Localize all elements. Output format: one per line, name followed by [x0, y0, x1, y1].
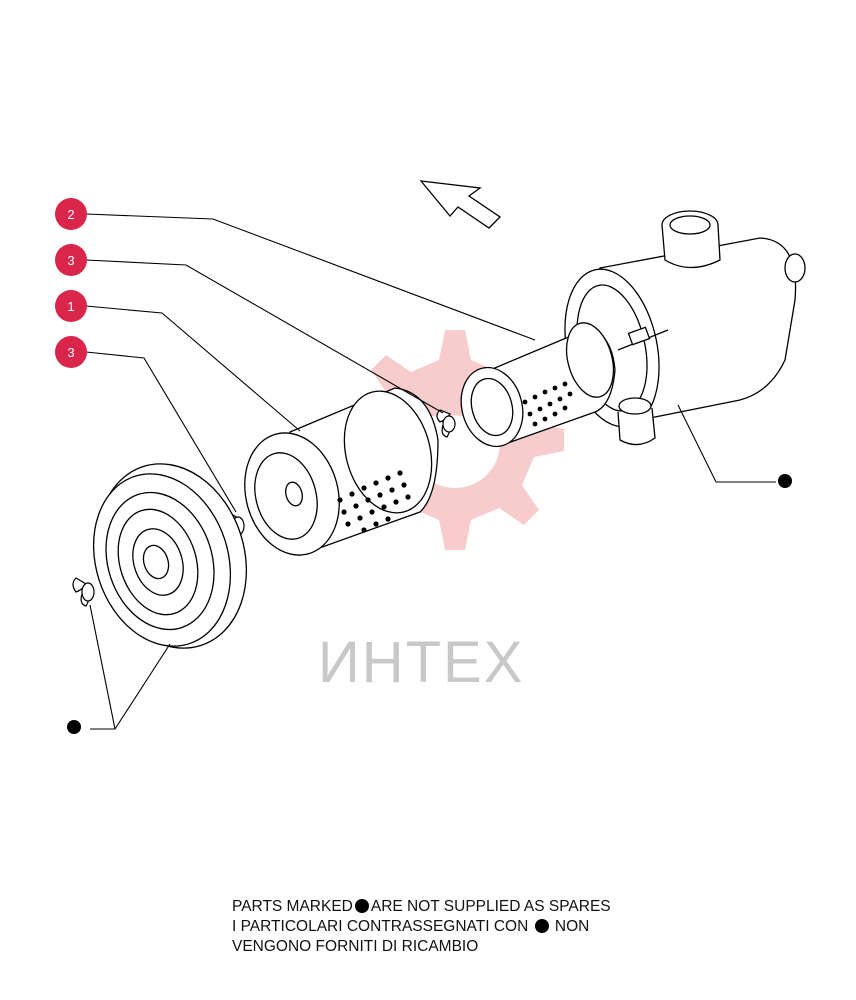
- callout-part-1[interactable]: 1: [55, 290, 87, 322]
- callout-part-3-upper-label: 3: [67, 253, 74, 268]
- callout-part-2-label: 2: [67, 207, 74, 222]
- legend-line-2: I PARTICOLARI CONTRASSEGNATI CON NON: [232, 917, 692, 937]
- leader-lines: [85, 213, 776, 730]
- bullet-icon: [534, 919, 549, 933]
- watermark-text: ИНТЕХ: [318, 630, 524, 695]
- legend-line-1-end: ARE NOT SUPPLIED AS SPARES: [370, 898, 611, 915]
- callout-part-3-lower-label: 3: [67, 345, 74, 360]
- not-supplied-marker-housing: [778, 474, 792, 488]
- legend-line-1: PARTS MARKED ARE NOT SUPPLIED AS SPARES: [232, 897, 692, 917]
- callout-part-3-lower[interactable]: 3: [55, 336, 87, 368]
- legend-line-3: VENGONO FORNITI DI RICAMBIO: [232, 938, 479, 955]
- legend-line-1-start: PARTS MARKED: [232, 898, 353, 915]
- direction-arrow-icon: [419, 180, 502, 229]
- wing-nut-lower: [72, 577, 95, 607]
- not-supplied-marker-cover: [67, 720, 81, 734]
- filter-cover: [92, 463, 248, 649]
- wing-nut-upper: [436, 409, 456, 438]
- main-filter-element: [244, 387, 439, 556]
- spares-legend: PARTS MARKED ARE NOT SUPPLIED AS SPARES I…: [232, 897, 692, 957]
- legend-line-2-start: I PARTICOLARI CONTRASSEGNATI CON: [232, 918, 529, 935]
- bullet-icon: [354, 899, 369, 913]
- callout-part-2[interactable]: 2: [55, 198, 87, 230]
- callout-part-1-label: 1: [67, 299, 74, 314]
- inner-cartridge: [460, 322, 616, 448]
- callout-part-3-upper[interactable]: 3: [55, 244, 87, 276]
- legend-line-2-end: NON: [554, 918, 590, 935]
